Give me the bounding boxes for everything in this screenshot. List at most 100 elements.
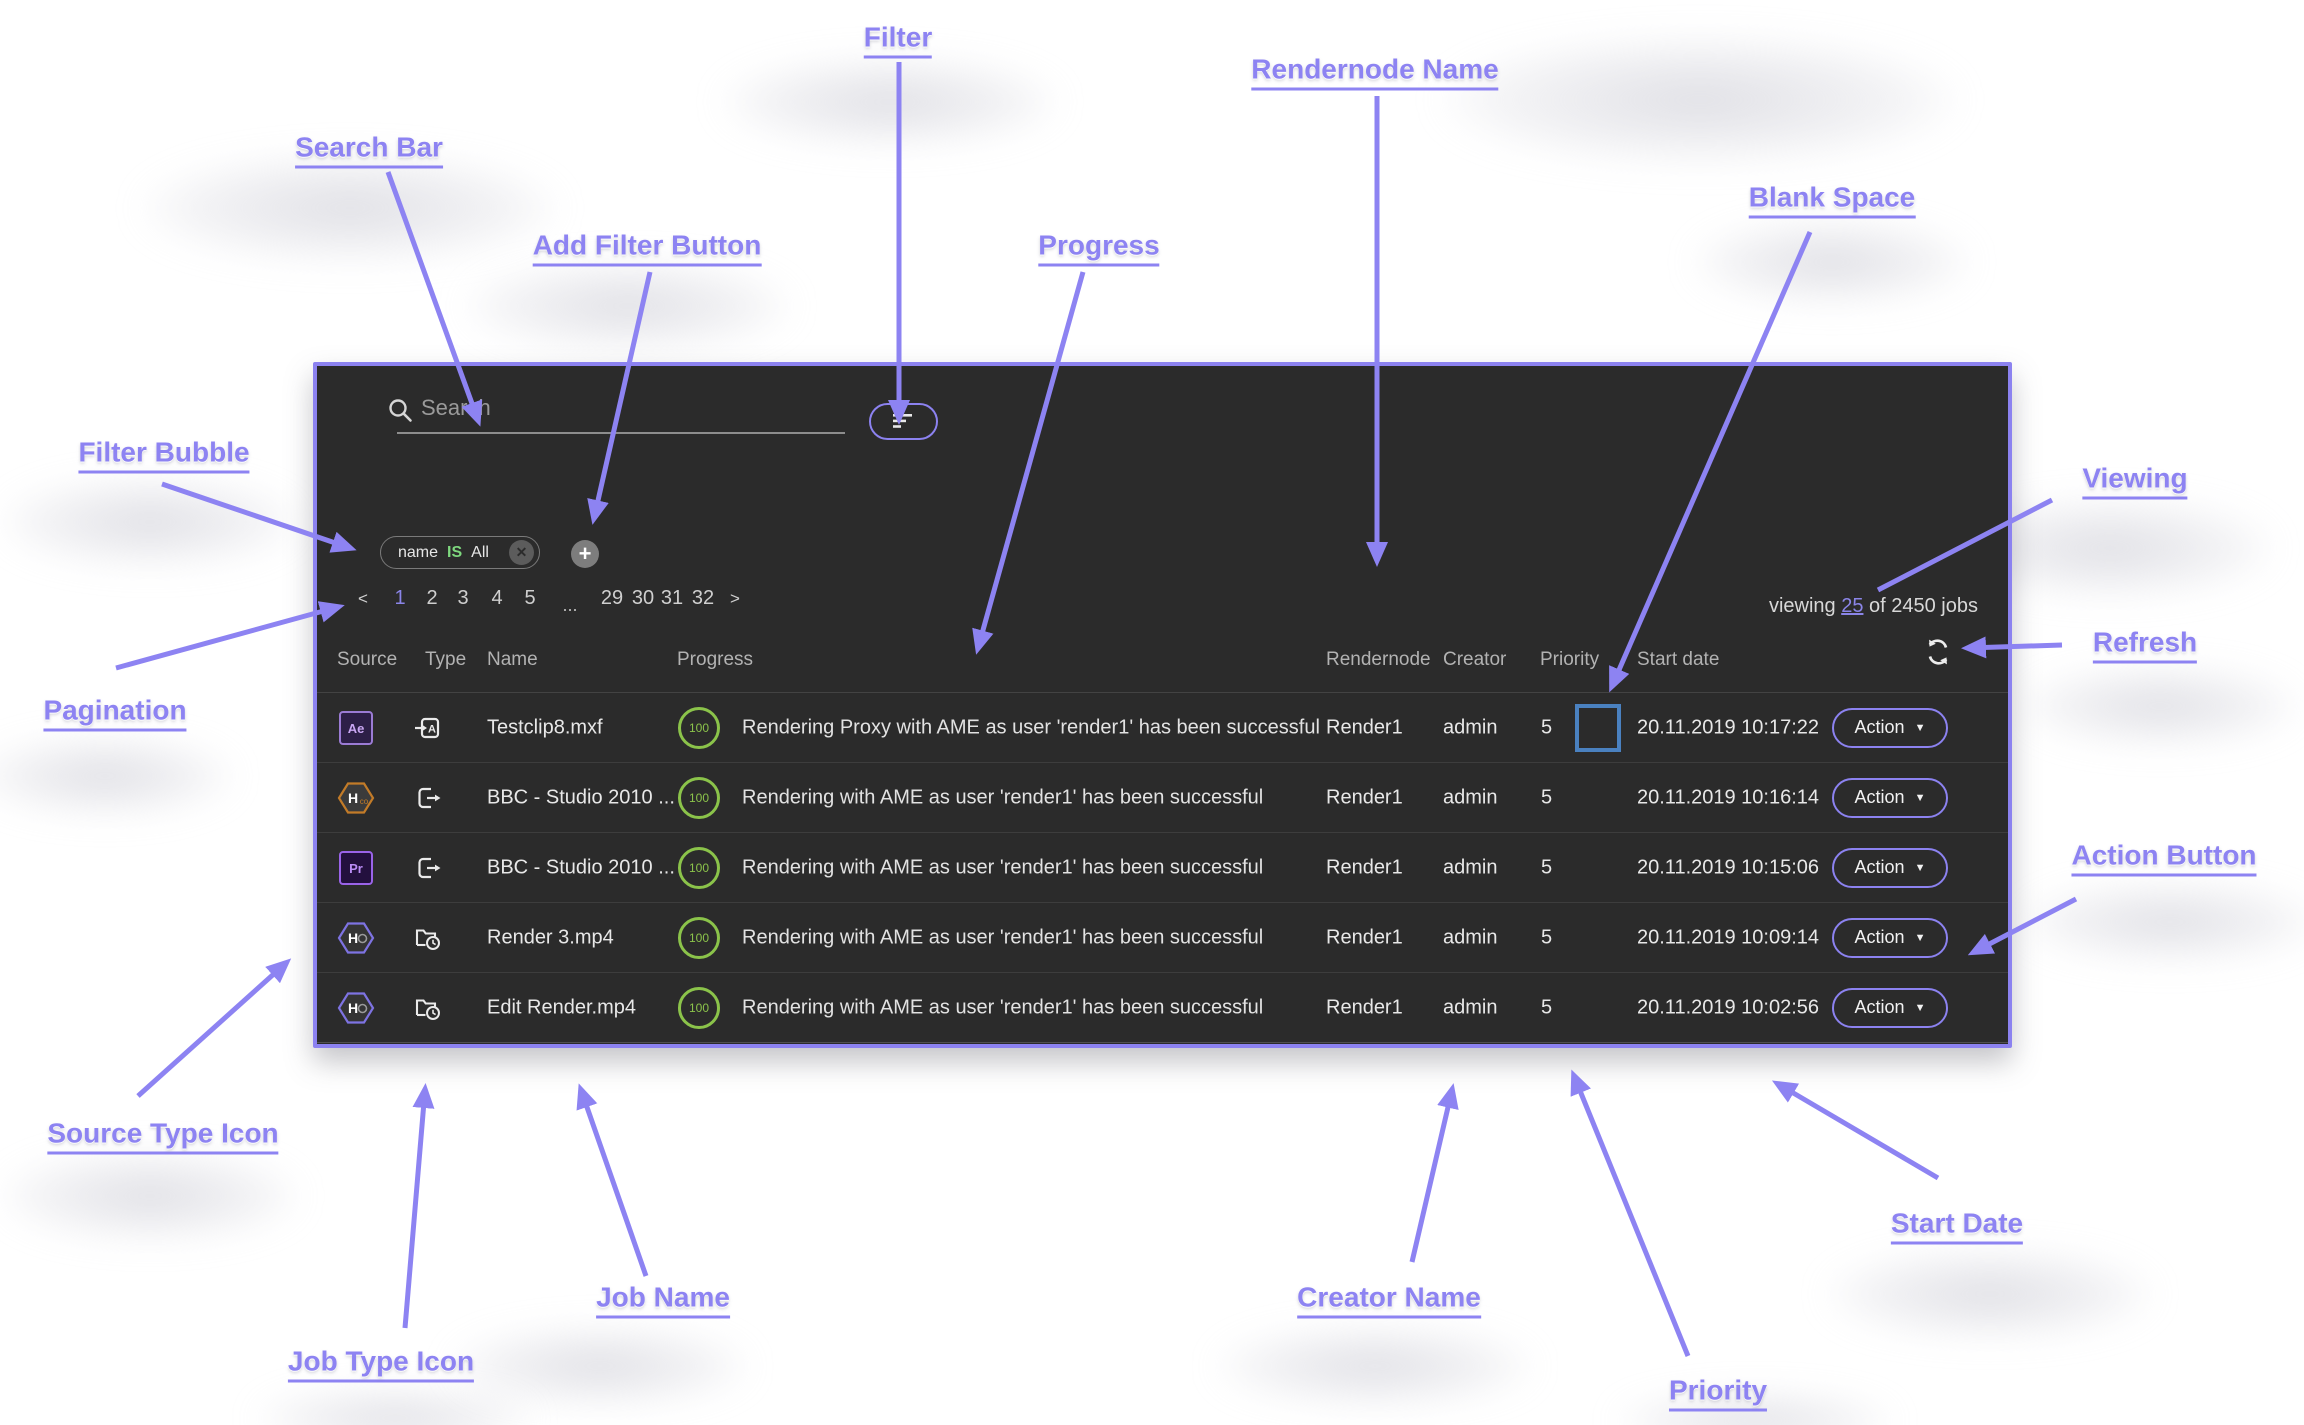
svg-text:H: H [348,930,358,946]
filter-lines-icon [892,414,912,428]
annotation-label-priority: Priority [1668,1375,1768,1412]
pagination-item[interactable]: 3 [457,587,469,609]
svg-text:A: A [428,723,436,735]
annotation-label-filter-bubble: Filter Bubble [78,437,250,474]
annotation-label-filter: Filter [863,22,933,59]
progress-circle: 100 [678,706,720,749]
job-name: Edit Render.mp4 [487,996,636,1018]
caret-down-icon: ▼ [1914,721,1926,734]
helmut-io-icon: H [337,921,375,955]
export-icon [414,854,442,882]
viewing-count-link[interactable]: 25 [1841,595,1864,617]
svg-text:Pr: Pr [349,861,363,876]
job-name: Render 3.mp4 [487,926,614,948]
helmut-io-icon: H [337,991,375,1025]
table-row[interactable]: Pr BBC - Studio 2010 ... 100 Rendering w… [317,833,2008,903]
action-button[interactable]: Action ▼ [1832,777,1948,818]
viewing-prefix: viewing [1768,595,1836,617]
search-input[interactable] [419,394,823,422]
svg-text:H: H [348,1000,358,1016]
shadow-blob [463,261,793,351]
table-row[interactable]: Ae A Testclip8.mxf 100 Rendering Proxy w… [317,693,2008,763]
job-name: BBC - Studio 2010 ... [487,856,675,878]
annotation-label-start-date: Start Date [1890,1208,2024,1245]
pagination-item[interactable]: 2 [426,587,438,609]
watchfolder-icon [415,928,440,950]
annotation-arrow-start-date [1771,1080,1940,1181]
export-icon [418,857,441,878]
annotation-arrow-job-type-icon [402,1083,435,1329]
annotation-arrow-source-type-icon [136,958,292,1098]
caret-down-icon: ▼ [1914,1001,1926,1014]
table-row[interactable]: H Edit Render.mp4 100 Rendering with AME… [317,973,2008,1043]
filter-button[interactable] [869,403,938,440]
progress-circle: 100 [678,776,720,819]
start-date: 20.11.2019 10:02:56 [1637,996,1820,1018]
after-effects-icon: Ae [337,710,375,745]
action-label: Action [1854,927,1905,947]
pagination-item[interactable]: 5 [524,587,536,609]
pagination-item[interactable]: 29 [600,587,624,609]
viewing-status: viewing 25 of 2450 jobs [1769,595,1978,618]
action-button[interactable]: Action ▼ [1832,707,1948,748]
priority-value: 5 [1541,856,1553,878]
add-filter-button[interactable]: + [571,540,599,568]
creator-name: admin [1443,856,1498,878]
annotation-label-refresh: Refresh [2092,627,2198,664]
plus-icon: + [578,541,592,566]
shadow-blob [1692,220,1972,304]
render-in-icon: A [415,717,440,738]
column-header: Source [337,649,398,670]
chevron-right-icon[interactable]: > [730,589,740,608]
watchfolder-icon [415,998,440,1020]
progress-circle: 100 [678,846,720,889]
pagination-item[interactable]: 30 [631,587,655,609]
premiere-icon: Pr [337,850,375,885]
refresh-icon[interactable] [1923,637,1953,667]
watchfolder-icon [414,924,442,952]
filter-value: All [471,543,489,561]
annotation-label-search-bar: Search Bar [295,132,443,169]
pagination-item[interactable]: 4 [491,587,503,609]
shadow-blob [1825,1249,2155,1339]
shadow-blob [0,1151,300,1241]
rendernode-name: Render1 [1326,856,1403,878]
filter-bubble[interactable]: name IS All ✕ [380,536,540,569]
action-button[interactable]: Action ▼ [1832,847,1948,888]
progress-message: Rendering with AME as user 'render1' has… [742,786,1264,808]
table-row[interactable]: H Render 3.mp4 100 Rendering with AME as… [317,903,2008,973]
search-icon [389,399,412,422]
rendernode-name: Render1 [1326,926,1403,948]
column-header: Name [487,649,538,670]
shadow-blob [0,736,235,816]
shadow-blob [720,57,1060,147]
pagination-item[interactable]: 31 [660,587,684,609]
progress-message: Rendering with AME as user 'render1' has… [742,926,1264,948]
close-icon[interactable]: ✕ [509,540,534,565]
pagination-item[interactable]: ... [562,595,578,615]
progress-circle: 100 [678,916,720,959]
shadow-blob [450,1326,750,1406]
search-underline [397,432,845,434]
annotation-label-progress: Progress [1038,230,1160,267]
header-separator [317,692,2008,693]
action-label: Action [1854,717,1905,737]
caret-down-icon: ▼ [1914,861,1926,874]
action-button[interactable]: Action ▼ [1832,917,1948,958]
pagination-item[interactable]: 1 [394,587,406,609]
progress-message: Rendering with AME as user 'render1' has… [742,996,1264,1018]
priority-value: 5 [1541,716,1553,738]
start-date: 20.11.2019 10:15:06 [1637,856,1820,878]
pagination-item[interactable]: 32 [691,587,715,609]
filter-operator: IS [447,543,463,561]
action-button[interactable]: Action ▼ [1832,987,1948,1028]
creator-name: admin [1443,716,1498,738]
shadow-blob [2020,882,2304,962]
export-icon [414,784,442,812]
shadow-blob [0,477,300,567]
blank-space-highlight [1575,703,1621,752]
viewing-suffix: of 2450 jobs [1869,595,1978,617]
chevron-left-icon[interactable]: < [358,589,368,608]
